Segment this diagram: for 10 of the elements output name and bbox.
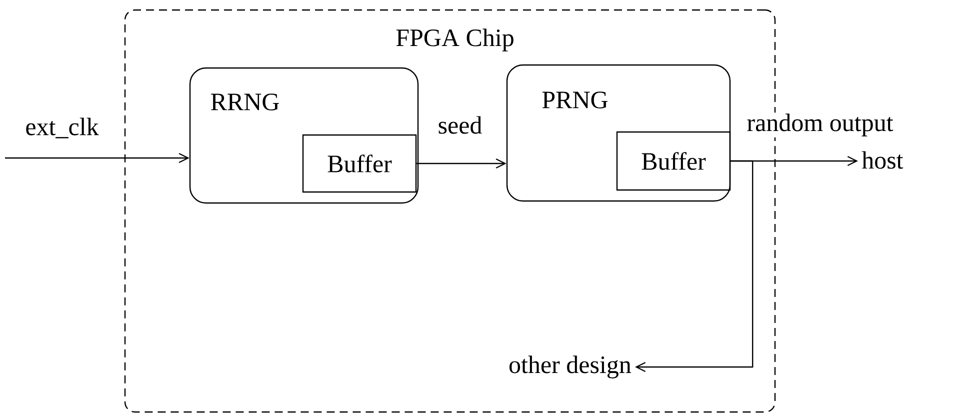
buffer-box: Buffer [616,131,731,191]
arrow [635,160,754,372]
arrow [416,158,506,169]
bare-text: other design [509,356,632,378]
arrow [5,152,190,164]
buffer-box: Buffer [302,134,417,193]
bare-text: host [862,151,904,169]
edge-label: seed [436,115,484,135]
edge-label: ext_clk [24,116,100,140]
edge-label: random output [746,112,894,138]
